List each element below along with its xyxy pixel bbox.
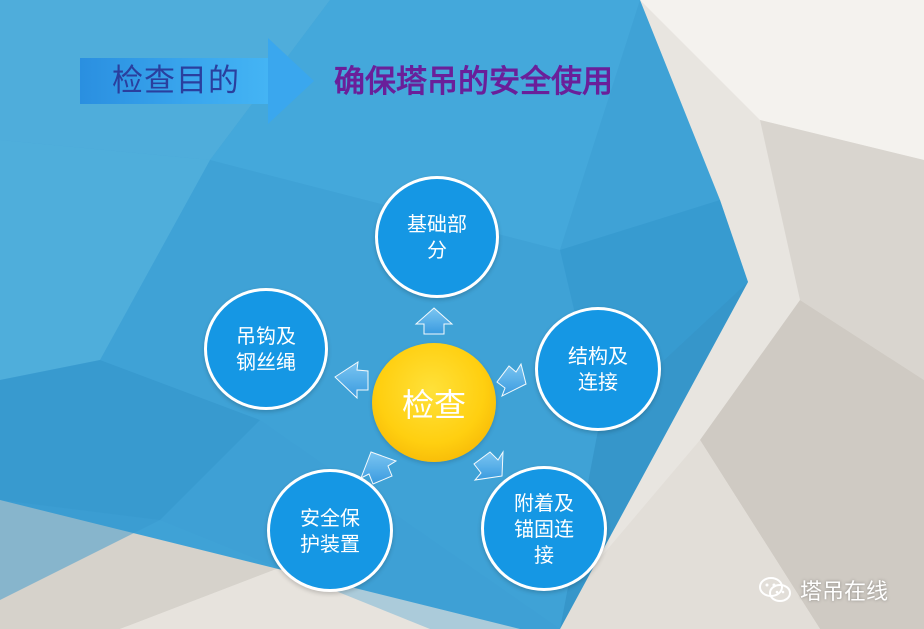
node-text-line: 附着及 [514, 490, 574, 515]
watermark-text: 塔吊在线 [800, 580, 889, 605]
node-text-line: 吊钩及 [236, 324, 296, 348]
node-text-line: 安全保 [300, 505, 360, 530]
node-text-line: 钢丝绳 [236, 350, 296, 374]
node-text-line: 连接 [578, 370, 618, 394]
center-label: 检查 [401, 385, 466, 424]
label-banner [80, 58, 268, 104]
node-text-line: 接 [534, 542, 554, 567]
node-text-line: 锚固连 [514, 516, 574, 541]
node-anchoring: 附着及 锚固连 接 [481, 466, 607, 591]
node-safety: 安全保 护装置 [267, 469, 393, 592]
purpose-title: 确保塔吊的安全使用 [334, 64, 613, 100]
node-text-line: 分 [427, 238, 447, 262]
node-text-line: 结构及 [568, 344, 628, 368]
watermark: 塔吊在线 [758, 574, 888, 606]
node-foundation: 基础部 分 [375, 176, 499, 298]
node-hook: 吊钩及 钢丝绳 [204, 288, 328, 410]
label-text: 检查目的 [112, 63, 240, 99]
center-node: 检查 [372, 343, 496, 462]
arrow-upper-right-icon [496, 362, 527, 398]
arrow-left-icon [334, 360, 369, 400]
arrow-lower-right-icon [473, 450, 504, 481]
arrow-up-icon [414, 307, 454, 335]
node-text-line: 护装置 [300, 531, 360, 556]
arrow-right-icon [268, 38, 314, 124]
node-text-line: 基础部 [407, 212, 467, 236]
wechat-icon [759, 577, 791, 602]
arrow-lower-left-icon [360, 451, 398, 485]
node-structure: 结构及 连接 [535, 307, 661, 431]
